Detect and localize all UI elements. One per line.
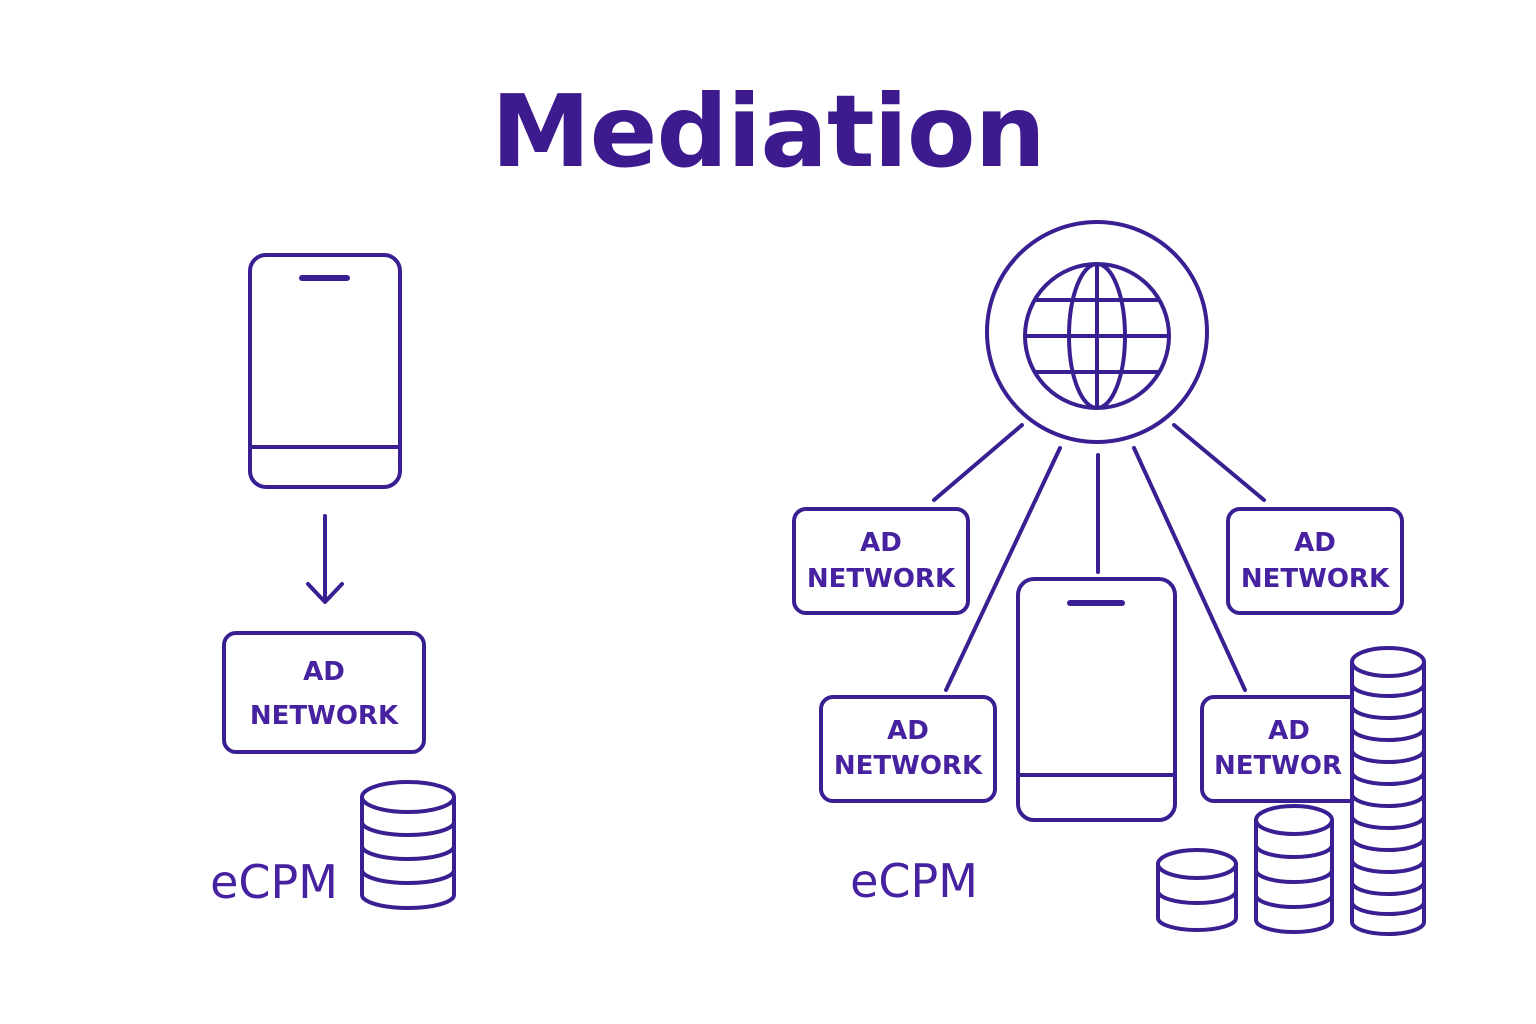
- ad-network-box-2: [1226, 507, 1404, 615]
- left-ad-network-line2: NETWORK: [250, 701, 399, 731]
- left-phone-icon: [248, 253, 402, 489]
- left-database-icon: [360, 780, 456, 910]
- connector-lines: [932, 423, 1266, 692]
- coin-stack-tall-icon: [1350, 646, 1426, 936]
- ad-network-box-1: [792, 507, 970, 615]
- ad-network-2-line2: NETWORK: [1241, 564, 1390, 594]
- left-ecpm-label: eCPM: [210, 855, 338, 909]
- right-ecpm-label: eCPM: [850, 854, 978, 908]
- page-title: Mediation: [491, 73, 1046, 190]
- ad-network-4-line1: AD: [1268, 716, 1310, 746]
- ad-network-3-line1: AD: [887, 716, 929, 746]
- left-ad-network-box: [222, 631, 426, 754]
- coin-stack-small-icon: [1156, 848, 1238, 932]
- ad-network-2-line1: AD: [1294, 528, 1336, 558]
- ad-network-4-line2: NETWOR: [1214, 751, 1342, 781]
- left-ad-network-line1: AD: [303, 657, 345, 687]
- ad-network-box-3: [819, 695, 997, 803]
- ad-network-3-line2: NETWORK: [834, 751, 983, 781]
- coin-stack-medium-icon: [1254, 804, 1334, 934]
- globe-icon: [985, 220, 1209, 444]
- ad-network-1-line2: NETWORK: [807, 564, 956, 594]
- down-arrow-icon: [306, 514, 344, 604]
- ad-network-box-4: [1200, 695, 1378, 803]
- ad-network-1-line1: AD: [860, 528, 902, 558]
- right-phone-icon: [1016, 577, 1177, 822]
